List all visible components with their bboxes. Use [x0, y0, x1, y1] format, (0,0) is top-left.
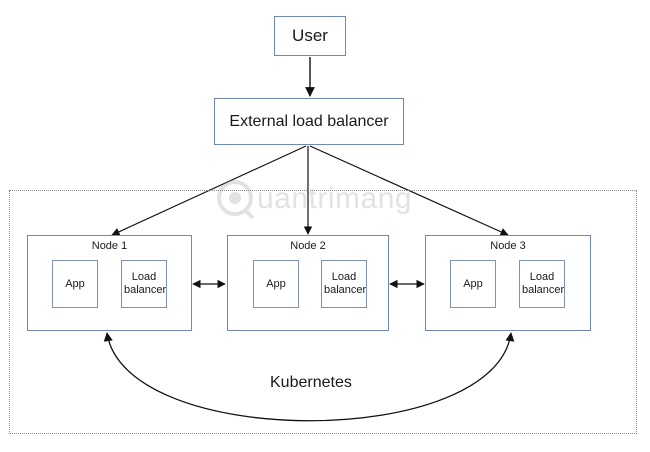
arrow-node1-node3-curve	[103, 332, 515, 422]
node-2-box: Node 2 App Load balancer	[227, 235, 389, 331]
node-load-balancer-box: Load balancer	[321, 260, 367, 308]
node-1-box: Node 1 App Load balancer	[27, 235, 192, 331]
node-load-balancer-label: Load balancer	[522, 271, 565, 296]
app-box: App	[450, 260, 496, 308]
node-load-balancer-box: Load balancer	[519, 260, 565, 308]
node-load-balancer-label: Load balancer	[124, 271, 167, 296]
node-3-box: Node 3 App Load balancer	[425, 235, 591, 331]
app-label: App	[266, 277, 286, 290]
kubernetes-cluster-boundary	[9, 190, 637, 434]
external-load-balancer-label: External load balancer	[229, 112, 389, 130]
app-box: App	[253, 260, 299, 308]
app-label: App	[463, 277, 483, 290]
node-title: Node 3	[490, 240, 526, 252]
user-label: User	[292, 26, 328, 45]
watermark-text: uantrimang	[257, 182, 413, 215]
node-load-balancer-box: Load balancer	[121, 260, 167, 308]
node-load-balancer-label: Load balancer	[324, 271, 367, 296]
kubernetes-label: Kubernetes	[270, 374, 352, 391]
node-title: Node 1	[91, 240, 128, 252]
external-load-balancer-box: External load balancer	[214, 98, 404, 145]
node-title: Node 2	[290, 240, 326, 252]
watermark-logo-icon	[217, 180, 255, 220]
app-label: App	[65, 277, 85, 290]
watermark: uantrimang	[215, 176, 445, 226]
user-box: User	[274, 16, 346, 56]
app-box: App	[52, 260, 98, 308]
